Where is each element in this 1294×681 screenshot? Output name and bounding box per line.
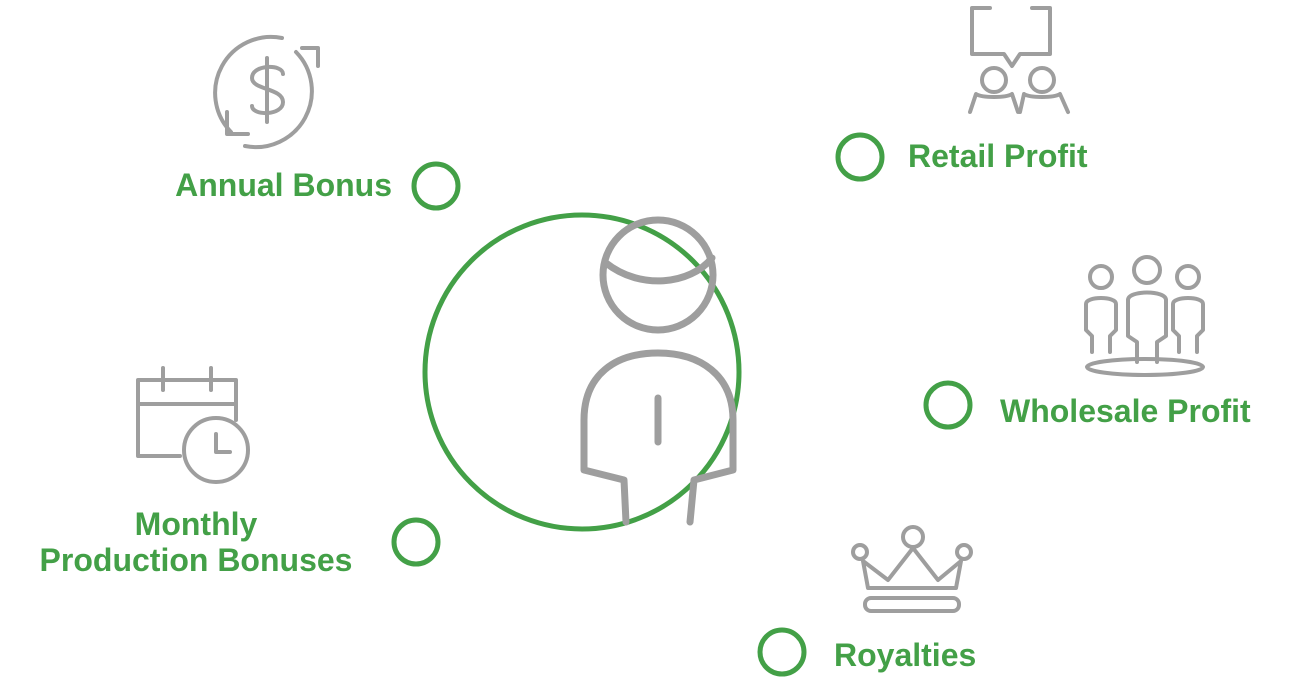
- label-monthly-bonuses: Monthly Production Bonuses: [20, 506, 372, 578]
- label-royalties-text: Royalties: [834, 637, 977, 673]
- node-royalties: [757, 627, 807, 677]
- label-annual-bonus-text: Annual Bonus: [175, 167, 392, 203]
- calendar-clock-icon: [136, 366, 250, 484]
- label-retail-profit-text: Retail Profit: [908, 138, 1088, 174]
- label-monthly-bonuses-line-2: Production Bonuses: [39, 542, 353, 578]
- label-royalties: Royalties: [834, 637, 976, 673]
- label-wholesale-profit: Wholesale Profit: [1000, 393, 1251, 429]
- crown-icon: [851, 525, 973, 613]
- label-wholesale-profit-text: Wholesale Profit: [1000, 393, 1251, 429]
- label-annual-bonus: Annual Bonus: [138, 167, 392, 203]
- node-retail-profit: [835, 132, 885, 182]
- person-icon: [580, 216, 737, 526]
- node-wholesale-profit: [923, 380, 973, 430]
- node-monthly-bonuses: [391, 517, 441, 567]
- conversation-icon: [968, 6, 1070, 114]
- label-monthly-bonuses-line-1: Monthly: [134, 506, 258, 542]
- node-annual-bonus: [411, 161, 461, 211]
- label-retail-profit: Retail Profit: [908, 138, 1088, 174]
- dollar-cycle-icon: [213, 34, 320, 150]
- group-icon: [1084, 255, 1205, 377]
- center-circle: [422, 212, 742, 532]
